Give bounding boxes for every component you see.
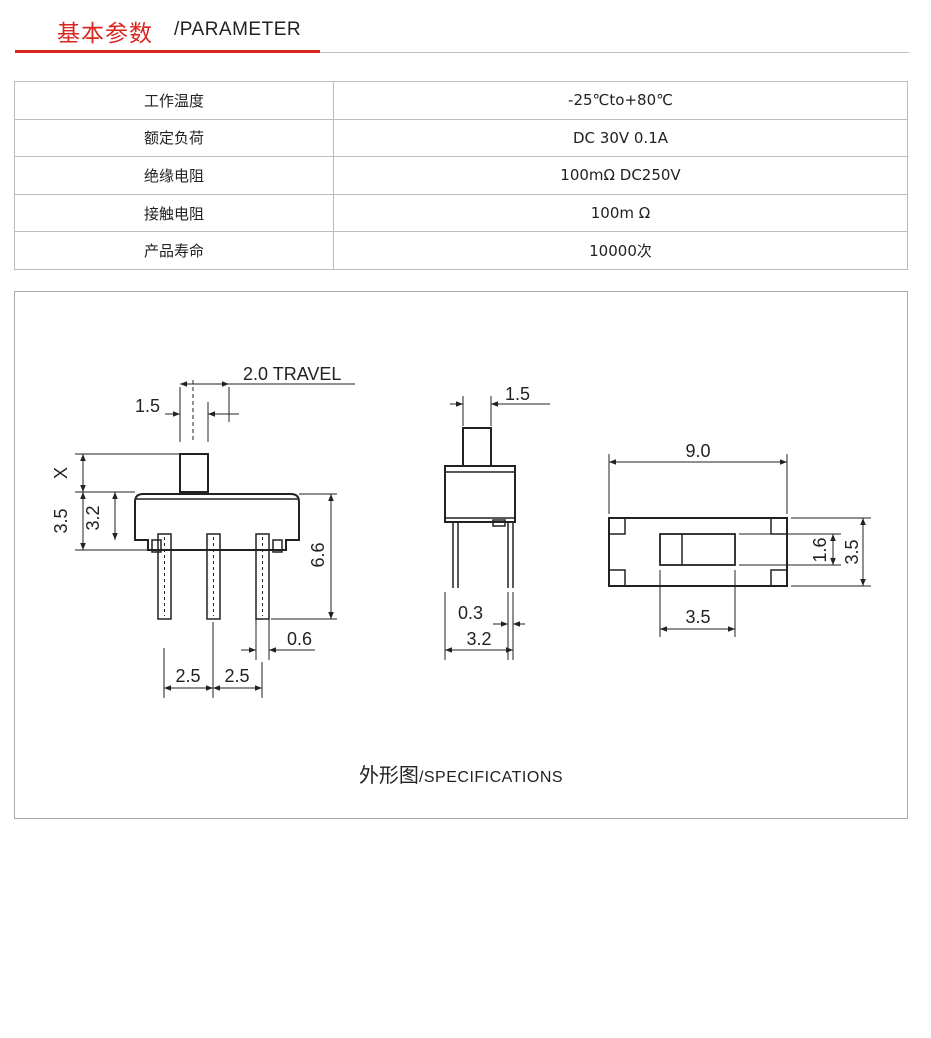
param-label: 绝缘电阻 [14, 156, 334, 195]
param-label: 工作温度 [14, 81, 334, 120]
header-divider-line [320, 52, 909, 53]
param-label: 接触电阻 [14, 193, 334, 233]
header-title-cn: 基本参数 [57, 21, 153, 47]
dimension-drawing: 2.0 TRAVEL 1.5 X 3.5 3.2 6.6 0.6 2.5 2.5… [51, 364, 871, 698]
dim-front-pin-width: 0.6 [287, 629, 312, 649]
dim-front-actuator-width: 1.5 [135, 396, 160, 416]
dim-side-pin-thickness: 0.3 [458, 603, 483, 623]
top-view [608, 454, 871, 637]
front-view [75, 380, 355, 698]
side-view [444, 396, 550, 660]
table-row: 额定负荷 DC 30V 0.1A [14, 118, 908, 158]
param-value: 100mΩ DC250V [333, 156, 908, 195]
dim-front-height-total: 3.5 [51, 508, 71, 533]
dim-top-length: 9.0 [685, 441, 710, 461]
dim-front-body-height: 3.2 [83, 505, 103, 530]
table-row: 接触电阻 100m Ω [14, 193, 908, 233]
specification-drawing-panel: 2.0 TRAVEL 1.5 X 3.5 3.2 6.6 0.6 2.5 2.5… [14, 291, 908, 819]
dim-top-slot-length: 3.5 [685, 607, 710, 627]
param-label: 额定负荷 [14, 118, 334, 158]
parameter-table: 工作温度 -25℃to+80℃ 额定负荷 DC 30V 0.1A 绝缘电阻 10… [14, 81, 908, 270]
table-row: 绝缘电阻 100mΩ DC250V [14, 156, 908, 195]
dim-travel-label: 2.0 TRAVEL [243, 364, 341, 384]
table-row: 产品寿命 10000次 [14, 231, 908, 270]
table-row: 工作温度 -25℃to+80℃ [14, 81, 908, 120]
dim-front-x: X [51, 467, 71, 479]
dim-front-pitch-left: 2.5 [175, 666, 200, 686]
header-accent-line [15, 50, 320, 53]
param-label: 产品寿命 [14, 231, 334, 270]
specification-caption: 外形图/SPECIFICATIONS [15, 759, 907, 788]
param-value: -25℃to+80℃ [333, 81, 908, 120]
dim-front-pitch-right: 2.5 [224, 666, 249, 686]
caption-cn: 外形图 [358, 763, 419, 787]
caption-en: /SPECIFICATIONS [418, 769, 564, 786]
dim-front-pin-length: 6.6 [308, 542, 328, 567]
dim-side-body-depth: 3.2 [466, 629, 491, 649]
dim-top-slot-height: 1.6 [810, 537, 830, 562]
section-header: 基本参数 /PARAMETER [0, 0, 931, 60]
param-value: 10000次 [333, 231, 908, 270]
header-title-en: /PARAMETER [174, 19, 302, 40]
dim-side-actuator-width: 1.5 [505, 384, 530, 404]
param-value: DC 30V 0.1A [333, 118, 908, 158]
param-value: 100m Ω [333, 193, 908, 233]
dim-top-width: 3.5 [842, 539, 862, 564]
